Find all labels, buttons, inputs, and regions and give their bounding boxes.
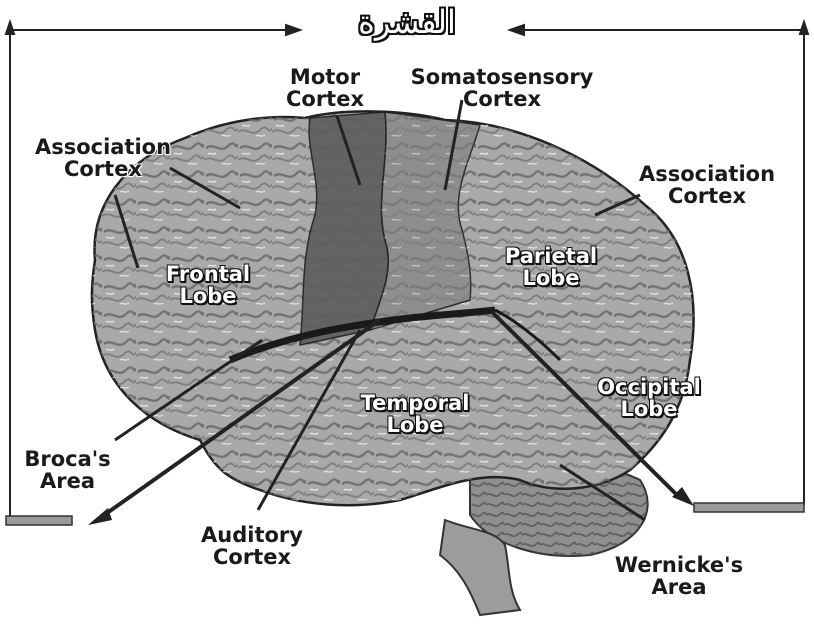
brocas-area-label-line1: Broca's: [15, 448, 120, 470]
occipital-lobe-label-line2: Lobe: [584, 398, 714, 420]
wernickes-area-label-line2: Area: [604, 576, 754, 598]
association-cortex-right-label-line1: Association: [622, 163, 792, 185]
wernickes-area-label: Wernicke's Area: [604, 554, 754, 598]
parietal-lobe-label: Parietal Lobe: [486, 245, 616, 289]
association-cortex-left-label-line2: Cortex: [18, 158, 188, 180]
occipital-lobe-label: Occipital Lobe: [584, 376, 714, 420]
bracket-left-arrowhead-up: [6, 22, 14, 34]
temporal-lobe-label-line2: Lobe: [345, 414, 485, 436]
auditory-cortex-label-line2: Cortex: [182, 546, 322, 568]
parietal-lobe-label-line1: Parietal: [486, 245, 616, 267]
auditory-cortex-label-line1: Auditory: [182, 524, 322, 546]
motor-cortex-strip: [300, 112, 388, 345]
association-cortex-left-label: Association Cortex: [18, 136, 188, 180]
cortex-title: القشرة: [322, 2, 492, 42]
frontal-lobe-label: Frontal Lobe: [148, 263, 268, 307]
right-base-bar: [694, 503, 804, 512]
frontal-lobe-label-line2: Lobe: [148, 285, 268, 307]
brocas-area-label: Broca's Area: [15, 448, 120, 492]
temporal-lobe-label-line1: Temporal: [345, 392, 485, 414]
wernickes-area-label-line1: Wernicke's: [604, 554, 754, 576]
arrowhead-left: [88, 508, 112, 525]
occipital-lobe-label-line1: Occipital: [584, 376, 714, 398]
auditory-cortex-label: Auditory Cortex: [182, 524, 322, 568]
motor-cortex-label: Motor Cortex: [270, 66, 380, 110]
brocas-area-label-line2: Area: [15, 470, 120, 492]
somatosensory-cortex-label: Somatosensory Cortex: [402, 66, 602, 110]
somatosensory-cortex-label-line2: Cortex: [402, 88, 602, 110]
somatosensory-cortex-label-line1: Somatosensory: [402, 66, 602, 88]
motor-cortex-label-line1: Motor: [270, 66, 380, 88]
motor-cortex-label-line2: Cortex: [270, 88, 380, 110]
arrowhead-right: [672, 487, 694, 506]
bracket-right-arrowhead-left: [510, 25, 524, 35]
parietal-lobe-label-line2: Lobe: [486, 267, 616, 289]
bracket-right-arrowhead-up: [800, 22, 808, 34]
temporal-lobe-label: Temporal Lobe: [345, 392, 485, 436]
frontal-lobe-label-line1: Frontal: [148, 263, 268, 285]
association-cortex-right-label: Association Cortex: [622, 163, 792, 207]
association-cortex-left-label-line1: Association: [18, 136, 188, 158]
left-base-bar: [6, 516, 72, 525]
bracket-left-arrowhead-right: [286, 25, 300, 35]
association-cortex-right-label-line2: Cortex: [622, 185, 792, 207]
